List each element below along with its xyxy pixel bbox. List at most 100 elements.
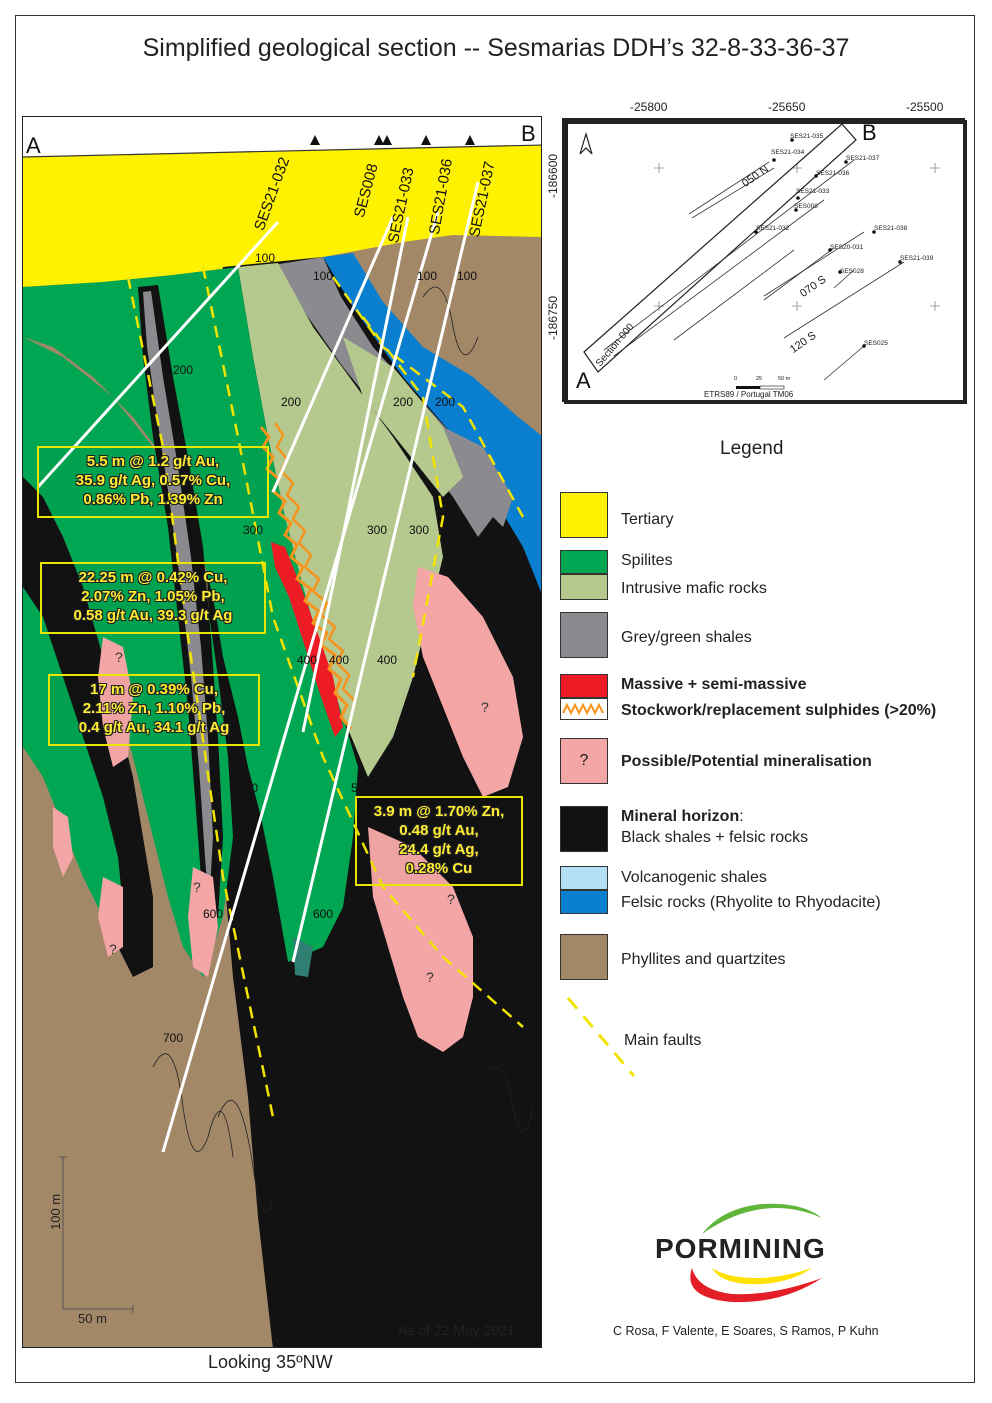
question-mark: ? (193, 879, 201, 895)
legend-label: Intrusive mafic rocks (621, 580, 767, 597)
legend-swatch-volcanogenic (560, 866, 608, 890)
authors: C Rosa, F Valente, E Soares, S Ramos, P … (613, 1324, 879, 1338)
inset-hole-label: SES008 (794, 203, 818, 210)
legend-label: Black shales + felsic rocks (621, 829, 809, 846)
inset-hole-label: SES21-037 (846, 155, 880, 162)
inset-hole-label: SES21-035 (790, 133, 824, 140)
drill-holes (36, 181, 480, 1153)
legend-label: Tertiary (621, 511, 674, 528)
depth-label: 200 (435, 395, 456, 409)
legend-swatch-felsic (560, 890, 608, 914)
scale-horizontal-label: 50 m (78, 1311, 107, 1326)
inset-scale-label: 25 (756, 376, 763, 382)
intercept-callout-4: 3.9 m @ 1.70% Zn, 0.48 g/t Au, 24.4 g/t … (355, 796, 523, 886)
intercept-callout-3: 17 m @ 0.39% Cu, 2.11% Zn, 1.10% Pb, 0.4… (48, 674, 260, 746)
legend-swatch-stockwork (560, 698, 608, 720)
inset-hole-label: SES21-034 (771, 149, 805, 156)
intercept-line: 3.9 m @ 1.70% Zn, (373, 803, 505, 820)
intercept-callout-2: 22.25 m @ 0.42% Cu, 2.07% Zn, 1.05% Pb, … (40, 562, 266, 634)
legend-label: Possible/Potential mineralisation (621, 753, 872, 770)
intercept-line: 22.25 m @ 0.42% Cu, (78, 569, 228, 586)
depth-label: 200 (281, 395, 302, 409)
section-end-a: A (26, 133, 41, 158)
legend-label-colon: : (739, 808, 744, 825)
page-title: Simplified geological section -- Sesmari… (142, 34, 850, 62)
intercept-line: 35.9 g/t Ag, 0.57% Cu, (75, 472, 231, 489)
intercept-line: 17 m @ 0.39% Cu, (89, 681, 218, 698)
legend-label: Spilites (621, 552, 673, 569)
depth-label: 100 (417, 269, 438, 283)
legend-label: Grey/green shales (621, 629, 752, 646)
legend-label-group: Mineral horizon: (621, 808, 744, 826)
intercept-line: 0.48 g/t Au, (399, 822, 479, 839)
inset-hole-label: SES025 (864, 340, 888, 347)
depth-label: 400 (377, 653, 398, 667)
looking-direction: Looking 35ºNW (208, 1352, 333, 1372)
depth-label: 200 (173, 363, 194, 377)
depth-label: 100 (313, 269, 334, 283)
depth-label: 700 (163, 1031, 184, 1045)
inset-end-a: A (576, 368, 591, 393)
intercept-line: 2.11% Zn, 1.10% Pb, (82, 700, 226, 717)
inset-hole-label: SES21-036 (816, 170, 850, 177)
scale-vertical-label: 100 m (48, 1193, 63, 1230)
depth-label: 400 (297, 653, 318, 667)
depth-label: 600 (313, 907, 334, 921)
depth-label: 300 (243, 523, 264, 537)
legend-label: Phyllites and quartzites (621, 951, 786, 968)
intercept-line: 0.4 g/t Au, 34.1 g/t Ag (78, 719, 230, 736)
massive-sulphides (271, 542, 343, 737)
inset-hole-label: SES21-032 (756, 225, 790, 232)
inset-end-b: B (862, 120, 877, 145)
legend-label: Felsic rocks (Rhyolite to Rhyodacite) (621, 894, 881, 911)
spilites (23, 267, 358, 962)
intercept-line: 0.86% Pb, 1.39% Zn (83, 491, 223, 508)
section-end-b: B (521, 121, 536, 146)
intercept-line: 0.58 g/t Au, 39.3 g/t Ag (73, 607, 233, 624)
depth-label: 500 (238, 781, 259, 795)
inset-location-map: A B SES21-035 SES21-034 SES21-037 SES21-… (562, 118, 967, 404)
inset-hole-label: SES21-033 (796, 188, 830, 195)
inset-crs-label: ETRS89 / Portugal TM06 (704, 390, 794, 399)
depth-label: 100 (457, 269, 478, 283)
page-frame (15, 15, 975, 1383)
legend-label: Main faults (624, 1032, 702, 1049)
intercept-callout-1: 5.5 m @ 1.2 g/t Au, 35.9 g/t Ag, 0.57% C… (37, 446, 269, 518)
legend-label: Massive + semi-massive (621, 676, 807, 693)
inset-hole-label: SES20-031 (830, 244, 864, 251)
inset-hole-label: SES21-038 (874, 225, 908, 232)
inset-hole-label: SES21-039 (900, 255, 934, 262)
inset-hole-label: SES028 (840, 268, 864, 275)
possible-mineralisation (413, 567, 523, 797)
intercept-line: 2.07% Zn, 1.05% Pb, (81, 588, 225, 605)
legend-swatch-tertiary (560, 492, 608, 538)
depth-label: 400 (329, 653, 350, 667)
depth-label: 300 (367, 523, 388, 537)
legend-label: Volcanogenic shales (621, 869, 767, 886)
depth-label: 600 (203, 907, 224, 921)
inset-scale-label: 50 m (778, 376, 791, 382)
intrusive-mafic (238, 263, 443, 777)
legend-swatch-massive (560, 674, 608, 698)
question-mark: ? (426, 969, 434, 985)
depth-label: 100 (255, 251, 276, 265)
legend-swatch-possible: ? (560, 738, 608, 784)
main-faults (126, 266, 525, 1118)
inset-x-tick: -25800 (630, 100, 668, 114)
legend-swatch-shales (560, 612, 608, 658)
legend-label: Stockwork/replacement sulphides (>20%) (621, 702, 937, 719)
question-mark: ? (481, 699, 489, 715)
intercept-line: 5.5 m @ 1.2 g/t Au, (86, 453, 220, 470)
stockwork-sulphides (259, 426, 353, 730)
tertiary-layer (23, 145, 541, 287)
question-mark: ? (115, 649, 123, 665)
inset-y-tick: -186750 (546, 295, 560, 340)
inset-x-tick: -25650 (768, 100, 806, 114)
depth-label: 300 (409, 523, 430, 537)
depth-label: 200 (393, 395, 414, 409)
legend-fault-symbol (566, 997, 636, 1077)
legend-swatch-intrusive (560, 574, 608, 600)
question-mark: ? (447, 891, 455, 907)
legend-swatch-mineral-horizon (560, 806, 608, 852)
legend-swatch-phyllites (560, 934, 608, 980)
